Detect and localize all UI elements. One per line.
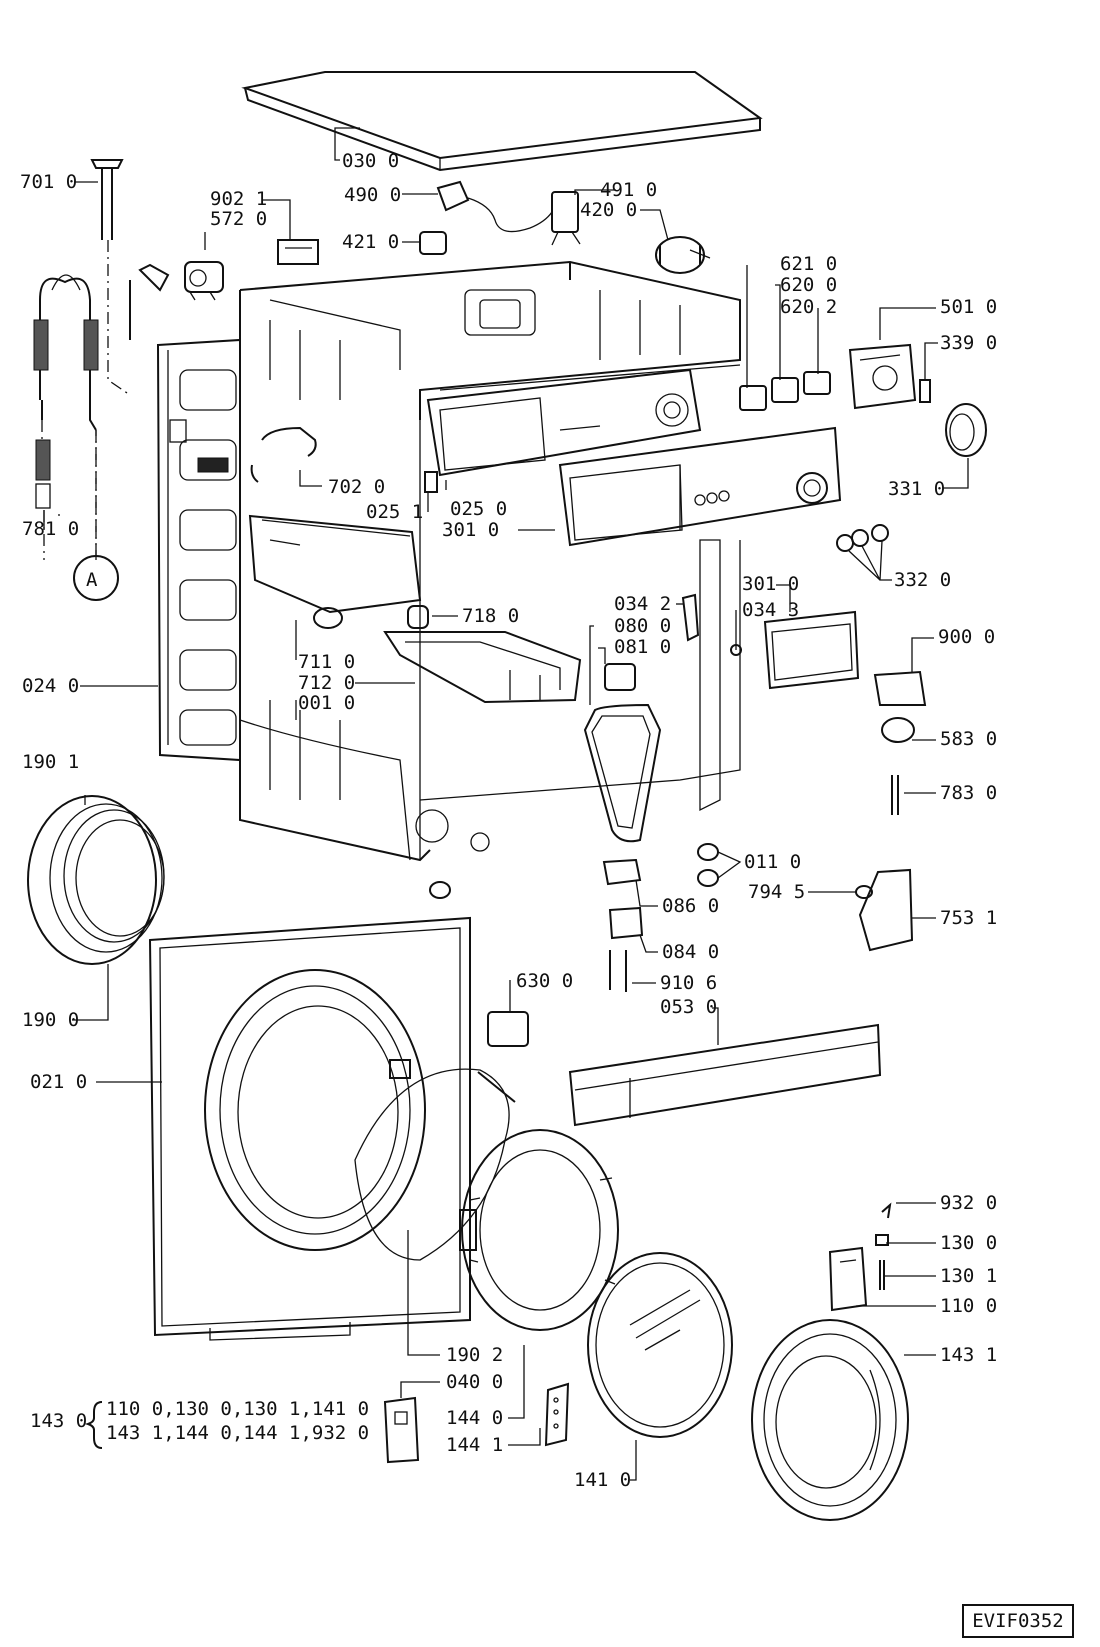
- label-712-0: 712 0: [298, 672, 355, 694]
- label-021-0: 021 0: [30, 1071, 87, 1093]
- label-781-0: 781 0: [22, 518, 79, 540]
- label-130-0: 130 0: [940, 1232, 997, 1254]
- cabinet-frame: [239, 260, 741, 862]
- label-001-0: 001 0: [298, 692, 355, 714]
- control-fascia: [558, 426, 842, 547]
- kickplate: [568, 1023, 882, 1127]
- door-gasket: [27, 795, 165, 965]
- label-794-5: 794 5: [748, 881, 805, 903]
- kit-list: 143 0 110 0,130 0,130 1,141 0 143 1,144 …: [30, 1398, 369, 1449]
- label-053-0: 053 0: [660, 996, 717, 1018]
- label-420-0: 420 0: [580, 199, 637, 221]
- label-572-0: 572 0: [210, 208, 267, 230]
- reference-code: EVIF0352: [962, 1604, 1074, 1638]
- label-024-0: 024 0: [22, 675, 79, 697]
- label-034-2: 034 2: [614, 593, 671, 615]
- right-components: [739, 343, 987, 581]
- label-902-1: 902 1: [210, 188, 267, 210]
- label-030-0: 030 0: [342, 150, 399, 172]
- label-621-0: 621 0: [780, 253, 837, 275]
- label-702-0: 702 0: [328, 476, 385, 498]
- sump-parts: [429, 593, 742, 1047]
- label-932-0: 932 0: [940, 1192, 997, 1214]
- dispenser: [248, 426, 582, 704]
- label-110-0: 110 0: [940, 1295, 997, 1317]
- label-301-0-fascia: 301 0: [442, 519, 499, 541]
- label-910-6: 910 6: [660, 972, 717, 994]
- kit-number: 143 0: [30, 1410, 87, 1432]
- door-glass: [587, 1252, 733, 1438]
- label-011-0: 011 0: [744, 851, 801, 873]
- label-331-0: 331 0: [888, 478, 945, 500]
- label-301-0-flap: 301 0: [742, 573, 799, 595]
- label-718-0: 718 0: [462, 605, 519, 627]
- label-421-0: 421 0: [342, 231, 399, 253]
- label-144-1: 144 1: [446, 1434, 503, 1456]
- top-components: [129, 180, 711, 340]
- label-130-1: 130 1: [940, 1265, 997, 1287]
- label-081-0: 081 0: [614, 636, 671, 658]
- label-332-0: 332 0: [894, 569, 951, 591]
- label-080-0: 080 0: [614, 615, 671, 637]
- callout-a: A: [73, 430, 119, 601]
- label-144-0: 144 0: [446, 1407, 503, 1429]
- door-ring: [751, 1319, 909, 1521]
- door-handle-parts: [383, 1202, 892, 1464]
- front-panel: [148, 916, 471, 1341]
- label-025-1: 025 1: [366, 501, 423, 523]
- label-490-0: 490 0: [344, 184, 401, 206]
- label-141-0: 141 0: [574, 1469, 631, 1491]
- inlet-hose: [33, 159, 131, 560]
- label-701-0: 701 0: [20, 171, 77, 193]
- label-339-0: 339 0: [940, 332, 997, 354]
- kit-line-2: 143 1,144 0,144 1,932 0: [106, 1422, 369, 1444]
- leader-lines: [43, 181, 969, 1481]
- label-583-0: 583 0: [940, 728, 997, 750]
- label-086-0: 086 0: [662, 895, 719, 917]
- label-025-0: 025 0: [450, 498, 507, 520]
- label-190-1: 190 1: [22, 751, 79, 773]
- kit-line-1: 110 0,130 0,130 1,141 0: [106, 1398, 369, 1420]
- label-501-0: 501 0: [940, 296, 997, 318]
- top-cover: [241, 71, 763, 172]
- label-620-0: 620 0: [780, 274, 837, 296]
- label-190-2: 190 2: [446, 1344, 503, 1366]
- callout-letter: A: [86, 569, 98, 591]
- control-bracket: [424, 368, 702, 493]
- label-040-0: 040 0: [446, 1371, 503, 1393]
- door-frame: [354, 1068, 619, 1331]
- rear-panel: [156, 338, 241, 762]
- right-lower-parts: [763, 610, 927, 952]
- label-783-0: 783 0: [940, 782, 997, 804]
- label-190-0: 190 0: [22, 1009, 79, 1031]
- label-491-0: 491 0: [600, 179, 657, 201]
- label-620-2: 620 2: [780, 296, 837, 318]
- label-711-0: 711 0: [298, 651, 355, 673]
- part-labels: 030 0 701 0 490 0 491 0 420 0 902 1 572 …: [20, 150, 997, 1491]
- label-084-0: 084 0: [662, 941, 719, 963]
- label-034-3: 034 3: [742, 599, 799, 621]
- label-900-0: 900 0: [938, 626, 995, 648]
- label-143-1: 143 1: [940, 1344, 997, 1366]
- label-753-1: 753 1: [940, 907, 997, 929]
- label-630-0: 630 0: [516, 970, 573, 992]
